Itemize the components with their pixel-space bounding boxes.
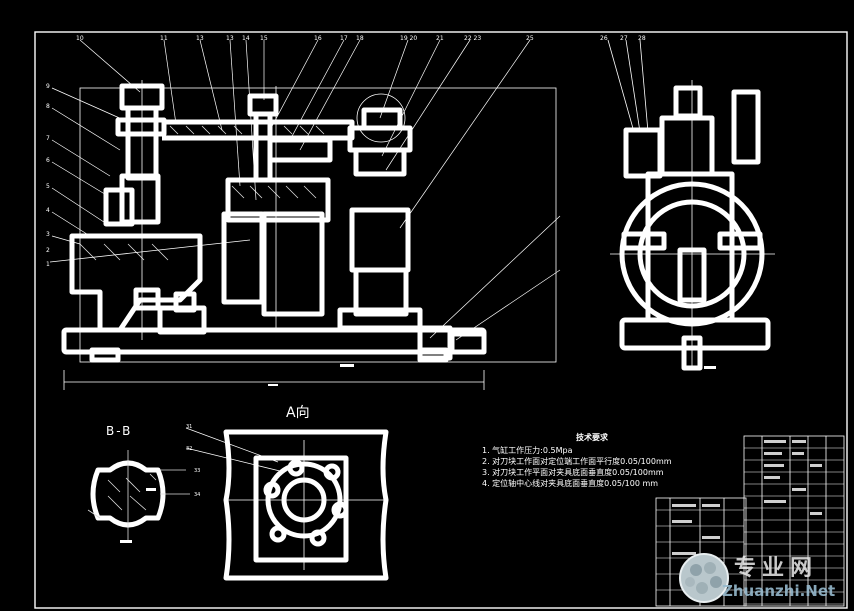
balloon-number: 8 [46,103,50,110]
balloon-number: 21 [436,35,444,42]
balloon-number: 31 [186,424,192,430]
balloon-number: 22 23 [464,35,481,42]
a-view-lines [185,427,388,570]
balloon-number: 28 [638,35,646,42]
watermark-cn-text: 专业网 [734,556,819,581]
requirement-item: 1. 气缸工作压力:0.5Mpa [482,446,573,455]
watermark-ball-icon [679,553,729,603]
balloon-number: 4 [46,207,50,214]
a-view-label: A向 [286,405,310,421]
requirement-item: 2. 对刀块工作面对定位端工作面平行度0.05/100mm [482,457,672,466]
balloon-number: 6 [46,157,50,164]
requirement-item: 4. 定位轴中心线对夹具底面垂直度0.05/100 mm [482,479,659,488]
drawing-frame [34,31,848,609]
technical-requirements: 技术要求 1. 气缸工作压力:0.5Mpa 2. 对刀块工作面对定位端工作面平行… [482,432,702,489]
balloon-number: 17 [340,35,348,42]
b-b-section-label: B-B [106,424,133,438]
side-view [619,85,771,371]
balloon-number: 15 [260,35,268,42]
balloon-number: 1 [46,261,50,268]
balloon-number: 10 [76,35,84,42]
balloon-number: 32 [186,446,192,452]
balloon-number: 19 20 [400,35,417,42]
balloon-number: 16 [314,35,322,42]
balloon-number: 14 [242,35,250,42]
balloon-number: 13 [226,35,234,42]
balloon-number: 27 [620,35,628,42]
front-view [61,83,487,363]
balloon-number: 34 [194,492,200,498]
parts-list [655,435,845,607]
front-view-leaders [51,39,561,341]
balloon-number: 7 [46,135,50,142]
parts-list-fill [672,440,822,571]
technical-requirements-title: 技术要求 [576,433,608,442]
watermark: 专业网 Zhuanzhi.Net [676,548,846,606]
balloon-number: 3 [46,231,50,238]
balloon-number: 13 [196,35,204,42]
balloon-number: 18 [356,35,364,42]
watermark-en-text: Zhuanzhi.Net [722,582,836,600]
requirement-item: 3. 对刀块工作平面对夹具底面垂直度0.05/100mm [482,468,664,477]
balloon-number: 33 [194,468,200,474]
balloon-number: 9 [46,83,50,90]
section-b-b-hatch [87,450,190,540]
balloon-number: 25 [526,35,534,42]
dimension-labels [120,364,716,543]
balloon-number: 11 [160,35,168,42]
balloon-number: 5 [46,183,50,190]
balloon-number: 2 [46,247,50,254]
front-view-hatch [79,125,325,261]
section-b-b [90,460,166,528]
side-view-dims [607,39,775,370]
balloon-number: 26 [600,35,608,42]
parts-list-rows [656,447,844,605]
a-view [223,429,389,581]
